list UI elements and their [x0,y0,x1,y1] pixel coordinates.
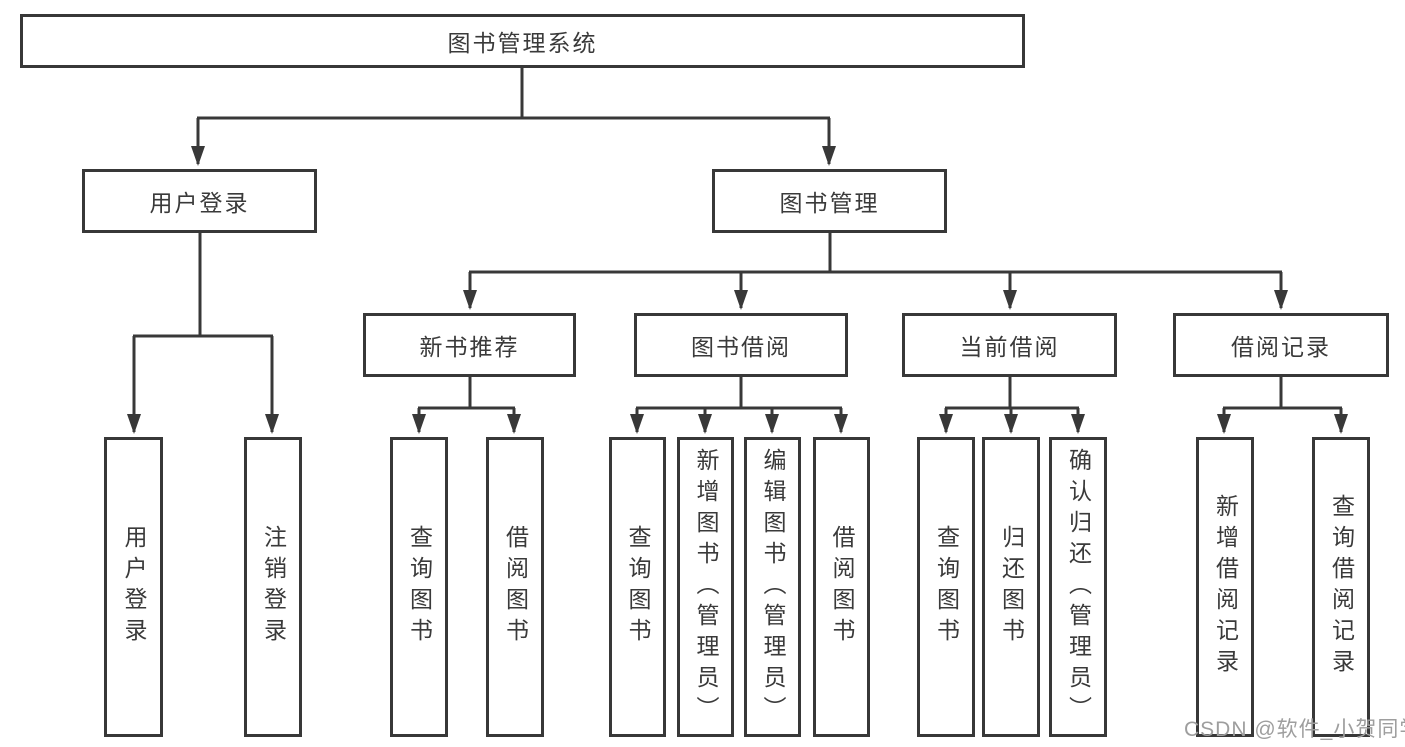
leaf-logout-label: 注销登录 [260,525,287,649]
node-user-login: 用户登录 [82,169,317,233]
node-system-root-label: 图书管理系统 [447,30,598,56]
leaf-query-borrow-record-label: 查询借阅记录 [1328,494,1355,680]
leaf-query-books-current-label: 查询图书 [933,525,960,649]
node-new-book-recommend-label: 新书推荐 [419,334,520,360]
node-new-book-recommend: 新书推荐 [363,313,576,377]
leaf-edit-books-admin-label: 编辑图书（管理员） [760,447,786,727]
leaf-borrow-books-label: 借阅图书 [829,525,855,649]
leaf-return-books-label: 归还图书 [998,525,1025,649]
leaf-query-borrow-record: 查询借阅记录 [1312,437,1370,737]
leaf-edit-books-admin: 编辑图书（管理员） [744,437,801,737]
leaf-borrow-books-recommend: 借阅图书 [486,437,544,737]
leaf-add-books-admin-label: 新增图书（管理员） [693,447,719,727]
node-book-management: 图书管理 [712,169,947,233]
leaf-query-books-recommend: 查询图书 [390,437,448,737]
node-current-borrowing: 当前借阅 [902,313,1117,377]
leaf-query-books-recommend-label: 查询图书 [406,525,433,649]
csdn-watermark: CSDN @软件_小贺同学 [1184,718,1405,741]
node-book-management-label: 图书管理 [779,190,880,216]
leaf-confirm-return-admin-label: 确认归还（管理员） [1065,447,1092,727]
node-borrowing-records: 借阅记录 [1173,313,1389,377]
leaf-confirm-return-admin: 确认归还（管理员） [1049,437,1107,737]
leaf-add-books-admin: 新增图书（管理员） [677,437,734,737]
leaf-borrow-books-recommend-label: 借阅图书 [502,525,529,649]
leaf-borrow-books: 借阅图书 [813,437,870,737]
leaf-add-borrow-record-label: 新增借阅记录 [1212,494,1239,680]
leaf-query-books-current: 查询图书 [917,437,975,737]
node-book-borrowing: 图书借阅 [634,313,848,377]
leaf-user-login: 用户登录 [104,437,163,737]
leaf-return-books: 归还图书 [982,437,1040,737]
node-borrowing-records-label: 借阅记录 [1231,334,1331,360]
node-current-borrowing-label: 当前借阅 [959,334,1060,360]
node-system-root: 图书管理系统 [20,14,1025,68]
node-book-borrowing-label: 图书借阅 [691,334,791,360]
leaf-query-books-borrow: 查询图书 [609,437,666,737]
leaf-query-books-borrow-label: 查询图书 [625,525,651,649]
leaf-logout: 注销登录 [244,437,302,737]
leaf-user-login-label: 用户登录 [121,525,147,649]
node-user-login-label: 用户登录 [149,190,250,216]
leaf-add-borrow-record: 新增借阅记录 [1196,437,1254,737]
